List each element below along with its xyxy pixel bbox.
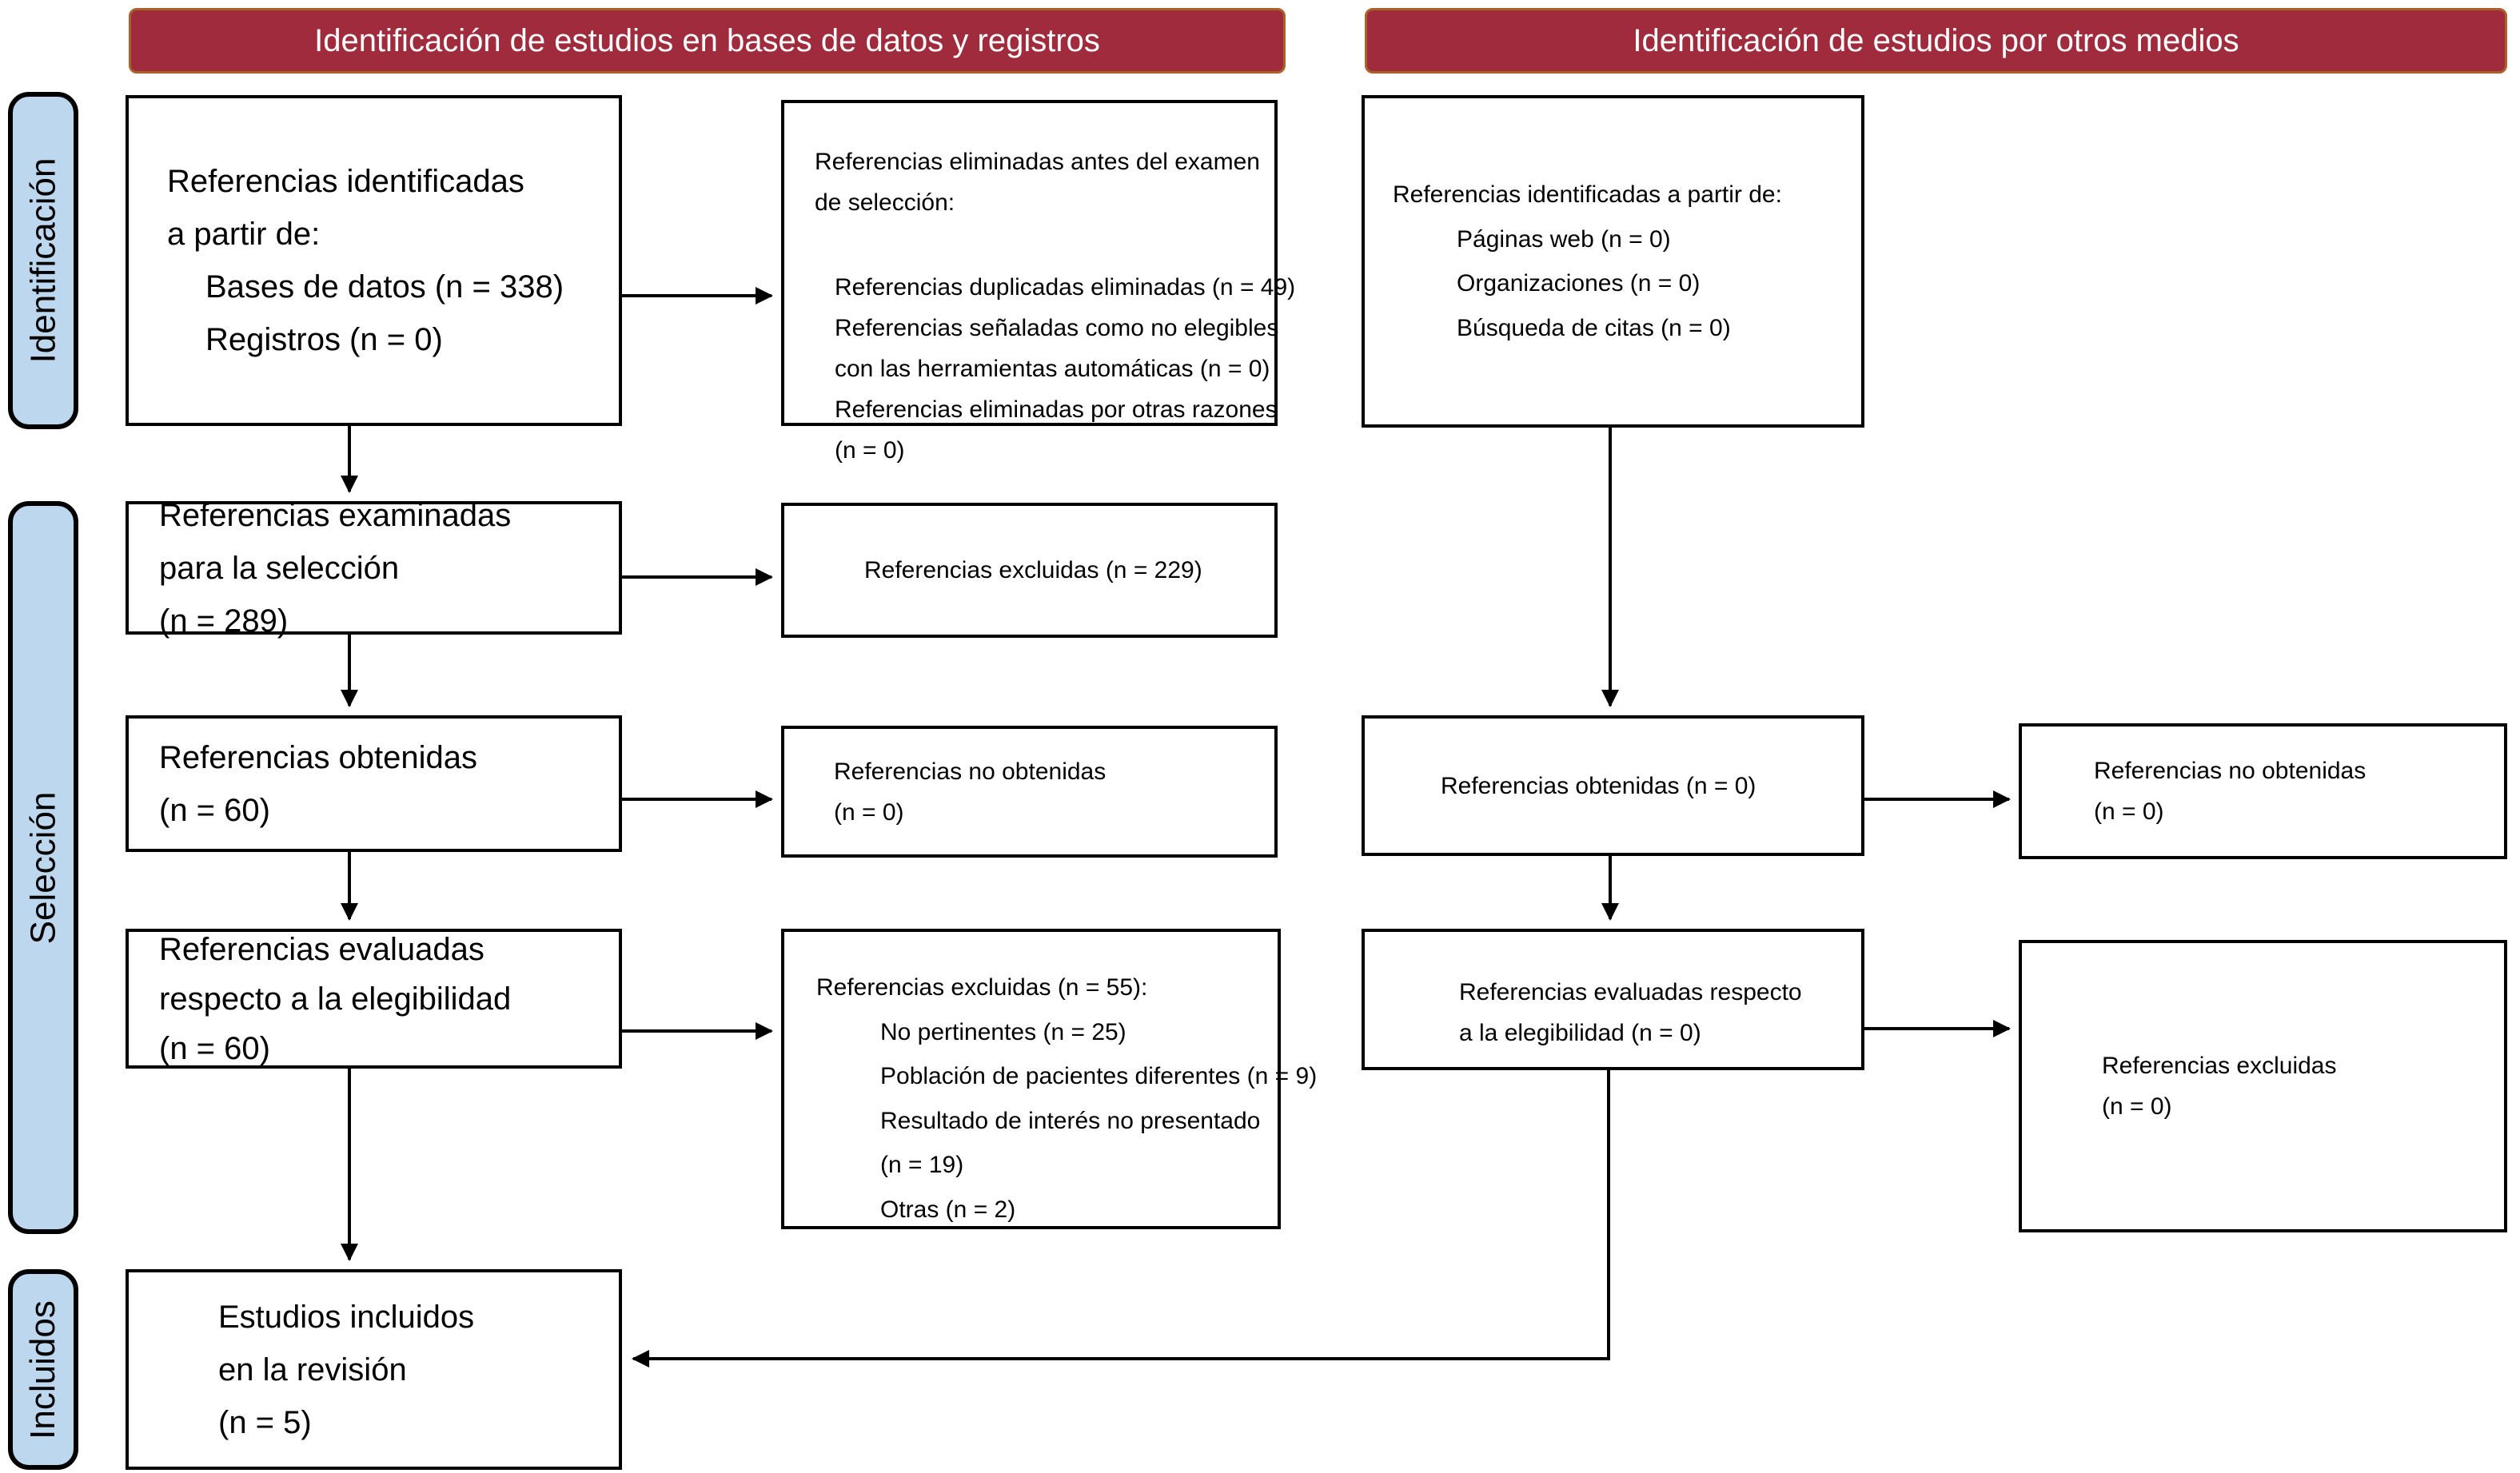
text-line: (n = 0) <box>834 798 904 826</box>
text-line: (n = 60) <box>159 1030 270 1066</box>
text-line: (n = 0) <box>2102 1093 2172 1120</box>
text-line: Otras (n = 2) <box>880 1196 1016 1223</box>
stage-screening: Selección <box>8 501 78 1234</box>
box-other-references-not-retrieved: Referencias no obtenidas (n = 0) <box>2019 723 2507 859</box>
text-line: Referencias examinadas <box>159 497 512 533</box>
text-line: respecto a la elegibilidad <box>159 981 512 1017</box>
text-line: Bases de datos (n = 338) <box>205 269 564 305</box>
box-references-not-retrieved: Referencias no obtenidas (n = 0) <box>781 726 1278 858</box>
box-references-excluded-eligibility: Referencias excluidas (n = 55): No perti… <box>781 929 1318 1229</box>
text-line: Referencias no obtenidas <box>834 758 1106 785</box>
box-references-removed-before-screening: Referencias eliminadas antes del examen … <box>781 100 1296 464</box>
box-references-excluded-screening: Referencias excluidas (n = 229) <box>781 503 1278 638</box>
text-line: (n = 5) <box>218 1404 312 1440</box>
text-line: Referencias excluidas <box>2102 1053 2337 1079</box>
text-line: para la selección <box>159 550 400 586</box>
text-line: (n = 60) <box>159 792 270 828</box>
stage-included: Incluidos <box>8 1269 78 1470</box>
stage-screening-label: Selección <box>23 791 62 944</box>
text-line: (n = 19) <box>880 1152 964 1178</box>
text-line: Registros (n = 0) <box>205 322 443 357</box>
text-line: Estudios incluidos <box>218 1299 475 1335</box>
text-line: No pertinentes (n = 25) <box>880 1018 1126 1045</box>
stage-included-label: Incluidos <box>23 1300 63 1439</box>
stage-identification: Identificación <box>8 92 78 429</box>
box-other-references-retrieved: Referencias obtenidas (n = 0) <box>1362 715 1864 856</box>
text-line: en la revisión <box>218 1352 407 1387</box>
text-line: Búsqueda de citas (n = 0) <box>1457 314 1731 341</box>
text-line: (n = 0) <box>2094 798 2164 825</box>
text-line: Referencias obtenidas <box>159 739 478 775</box>
box-other-references-assessed: Referencias evaluadas respecto a la eleg… <box>1362 929 1864 1070</box>
text-line: Referencias excluidas (n = 55): <box>816 974 1148 1001</box>
text-line: Referencias eliminadas por otras razones <box>835 396 1278 423</box>
text-line: Referencias obtenidas (n = 0) <box>1441 772 1756 799</box>
box-references-assessed-eligibility: Referencias evaluadas respecto a la eleg… <box>126 929 622 1069</box>
text-line: Referencias identificadas <box>167 164 524 199</box>
text-line: (n = 0) <box>835 437 905 464</box>
text-line: Población de pacientes diferentes (n = 9… <box>880 1063 1318 1089</box>
text-line: Referencias señaladas como no elegibles <box>835 315 1279 341</box>
text-line: a partir de: <box>167 217 321 252</box>
banner-other-methods-label: Identificación de estudios por otros med… <box>1633 22 2239 58</box>
text-line: Referencias evaluadas respecto <box>1459 979 1802 1005</box>
text-line: Referencias evaluadas <box>159 931 484 967</box>
text-line: Referencias identificadas a partir de: <box>1393 181 1782 208</box>
banner-databases-registers: Identificación de estudios en bases de d… <box>129 8 1286 74</box>
box-references-identified-databases: Referencias identificadas a partir de: B… <box>126 95 622 426</box>
box-studies-included: Estudios incluidos en la revisión (n = 5… <box>126 1269 622 1470</box>
banner-databases-label: Identificación de estudios en bases de d… <box>314 22 1100 58</box>
text-line: a la elegibilidad (n = 0) <box>1459 1020 1701 1046</box>
banner-other-methods: Identificación de estudios por otros med… <box>1365 8 2507 74</box>
text-line: Referencias no obtenidas <box>2094 758 2366 784</box>
stage-identification-label: Identificación <box>23 157 63 364</box>
text-line: Referencias excluidas (n = 229) <box>864 557 1202 583</box>
box-references-retrieved: Referencias obtenidas (n = 60) <box>126 715 622 852</box>
text-line: Páginas web (n = 0) <box>1457 225 1671 253</box>
text-line: Resultado de interés no presentado <box>880 1107 1261 1134</box>
text-line: Referencias duplicadas eliminadas (n = 4… <box>835 274 1296 301</box>
text-line: Organizaciones (n = 0) <box>1457 270 1701 297</box>
box-references-screened: Referencias examinadas para la selección… <box>126 498 622 639</box>
text-line: (n = 289) <box>159 603 289 639</box>
box-other-references-excluded: Referencias excluidas (n = 0) <box>2019 940 2507 1232</box>
text-line: de selección: <box>815 189 955 216</box>
box-references-identified-other-sources: Referencias identificadas a partir de: P… <box>1362 95 1864 428</box>
text-line: con las herramientas automáticas (n = 0) <box>835 356 1270 382</box>
text-line: Referencias eliminadas antes del examen <box>815 149 1260 175</box>
